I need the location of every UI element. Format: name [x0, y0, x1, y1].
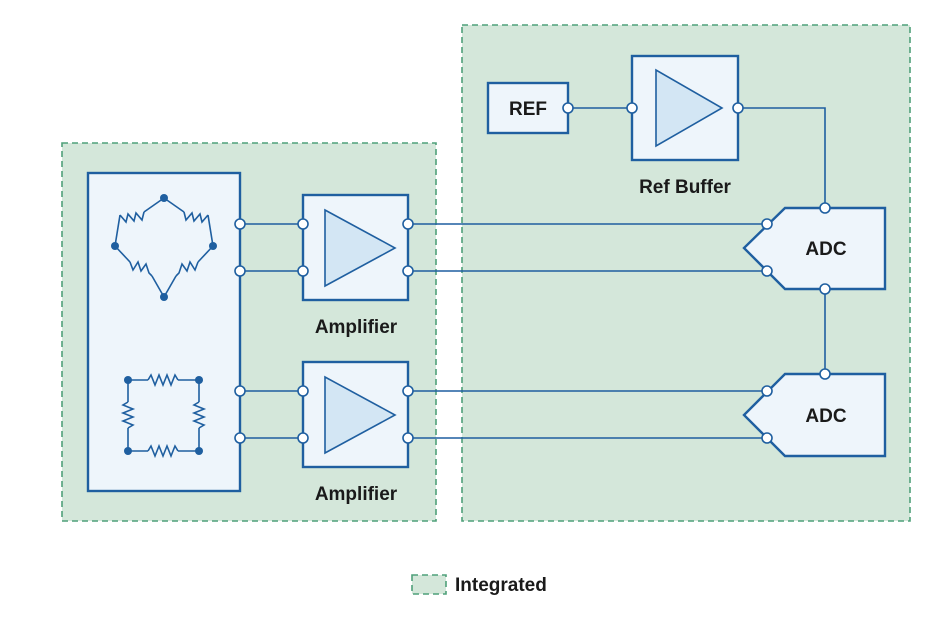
ref-label: REF — [509, 99, 547, 120]
amplifier-2-triangle-icon — [324, 375, 397, 455]
legend-label: Integrated — [455, 575, 547, 596]
ref-block — [486, 81, 570, 135]
ref-buffer-triangle-icon — [655, 68, 724, 148]
connection-pins — [234, 102, 831, 444]
ref-buffer-label: Ref Buffer — [639, 177, 731, 198]
resistor-network-icon — [120, 372, 207, 459]
amplifier-2-label: Amplifier — [315, 484, 398, 505]
adc-2-label: ADC — [805, 406, 846, 427]
adc-1-label: ADC — [805, 239, 846, 260]
signal-wires — [240, 107, 826, 439]
legend-swatch — [411, 574, 447, 595]
bridge-sensor-icon — [111, 194, 217, 301]
legend: Integrated — [411, 574, 547, 596]
adc-1-block — [742, 206, 887, 291]
amplifier-1-triangle-icon — [324, 208, 397, 288]
amplifier-1-label: Amplifier — [315, 317, 398, 338]
adc-2-block — [742, 372, 887, 458]
sensor-block — [86, 171, 242, 493]
